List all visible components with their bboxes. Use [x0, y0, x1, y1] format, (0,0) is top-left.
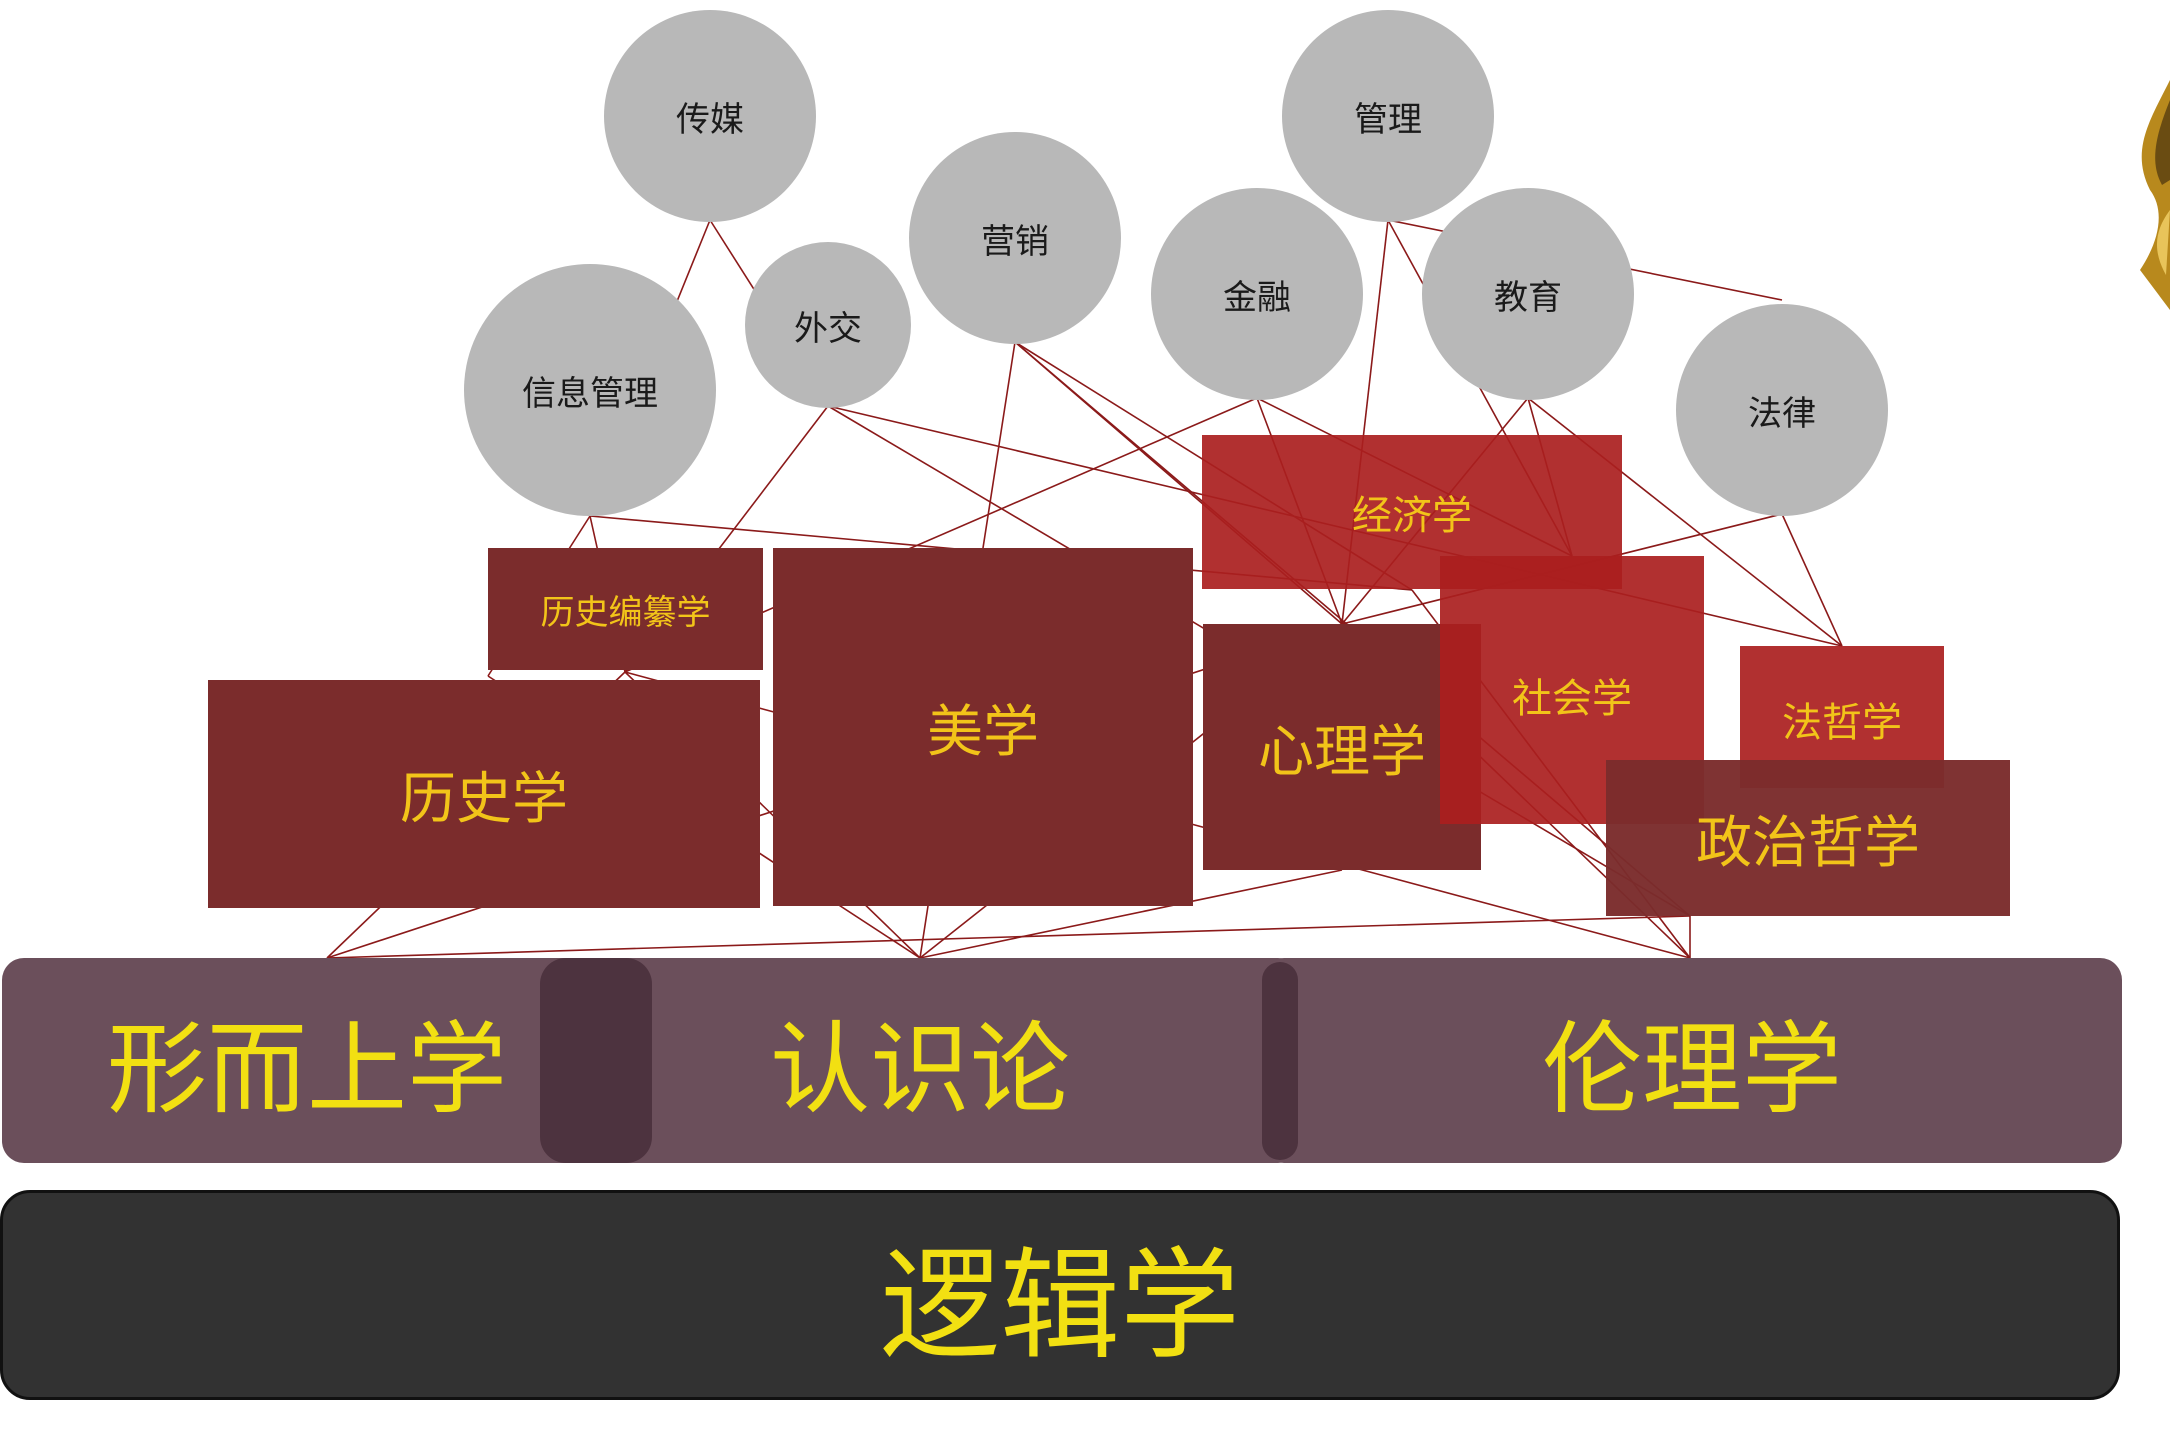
field-marketing-label: 营销	[981, 221, 1049, 262]
connector-lawc-legal	[1781, 513, 1843, 647]
discipline-sociology-label: 社会学	[1512, 676, 1632, 722]
field-media: 传媒	[604, 10, 816, 222]
field-finance: 金融	[1151, 188, 1363, 400]
connector-marketing-aesth	[982, 341, 1016, 549]
field-management: 管理	[1282, 10, 1494, 222]
field-media-label: 传媒	[676, 99, 744, 140]
pillar-ethics: 伦理学	[1262, 958, 2122, 1163]
logic-label: 逻辑学	[880, 1237, 1240, 1376]
field-diplomacy: 外交	[745, 242, 911, 408]
discipline-psychology-label: 心理学	[1258, 719, 1426, 785]
field-info-management-label: 信息管理	[522, 373, 658, 414]
discipline-economics-label: 经济学	[1352, 493, 1472, 539]
pillar-epistemology: 认识论	[540, 958, 1300, 1163]
discipline-political-philosophy: 政治哲学	[1606, 760, 2010, 916]
ornament-logo	[2140, 80, 2170, 310]
discipline-aesthetics-label: 美学	[927, 699, 1039, 765]
discipline-psychology: 心理学	[1203, 624, 1481, 870]
pillar-epistemology-label: 认识论	[770, 1011, 1070, 1128]
discipline-history-label: 历史学	[400, 766, 568, 832]
field-diplomacy-label: 外交	[794, 308, 862, 349]
discipline-history: 历史学	[208, 680, 760, 908]
pillar-metaphysics-label: 形而上学	[107, 1011, 507, 1128]
discipline-historiography: 历史编纂学	[488, 548, 763, 670]
discipline-historiography-label: 历史编纂学	[540, 592, 711, 633]
pillar-overlap	[540, 958, 652, 1163]
field-management-label: 管理	[1354, 99, 1422, 140]
discipline-political-philosophy-label: 政治哲学	[1696, 810, 1920, 876]
field-education-label: 教育	[1494, 277, 1562, 318]
field-law: 法律	[1676, 304, 1888, 516]
discipline-aesthetics: 美学	[773, 548, 1193, 906]
logic-base-bar: 逻辑学	[0, 1190, 2120, 1400]
field-marketing: 营销	[909, 132, 1121, 344]
field-law-label: 法律	[1748, 393, 1816, 434]
field-info-management: 信息管理	[464, 264, 716, 516]
connector-polit-metaph	[326, 915, 1691, 959]
pillar-ethics-label: 伦理学	[1542, 1011, 1842, 1128]
discipline-legal-philosophy-label: 法哲学	[1782, 700, 1902, 746]
field-finance-label: 金融	[1223, 277, 1291, 318]
field-education: 教育	[1422, 188, 1634, 400]
pillar-overlap	[1262, 962, 1298, 1160]
